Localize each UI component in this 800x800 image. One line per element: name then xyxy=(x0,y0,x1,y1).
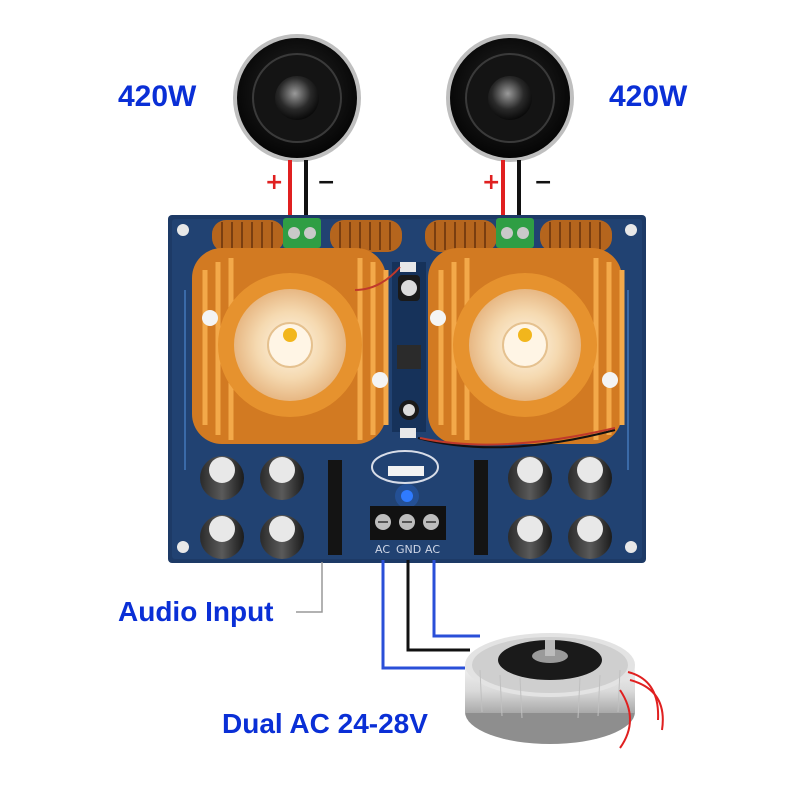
inductors xyxy=(212,220,612,252)
capacitors-left xyxy=(200,456,304,559)
audio-input-header xyxy=(371,450,439,508)
terminal-label-ac-1: AC xyxy=(375,543,391,556)
terminal-label-ac-2: AC xyxy=(425,543,441,556)
terminal-label-gnd: GND xyxy=(396,543,422,556)
heatsink-left xyxy=(192,248,389,444)
left-plus-sign: + xyxy=(265,170,284,195)
transformer xyxy=(465,633,664,749)
right-plus-sign: + xyxy=(482,170,501,195)
speaker-terminals xyxy=(283,218,534,248)
right-speaker-power-label: 420W xyxy=(609,80,688,113)
speaker-left xyxy=(233,34,361,162)
power-wires xyxy=(381,560,480,670)
power-input-label: Dual AC 24-28V xyxy=(222,708,428,739)
speaker-right xyxy=(446,34,574,162)
capacitors-right xyxy=(508,456,612,559)
left-speaker-power-label: 420W xyxy=(118,80,197,113)
audio-input-pointer xyxy=(296,562,323,613)
heatsink-right xyxy=(428,248,625,444)
right-minus-sign: − xyxy=(534,170,553,195)
audio-input-label: Audio Input xyxy=(118,596,274,627)
power-terminal-block xyxy=(370,506,446,540)
left-minus-sign: − xyxy=(317,170,336,195)
voltage-regulator xyxy=(392,262,426,438)
